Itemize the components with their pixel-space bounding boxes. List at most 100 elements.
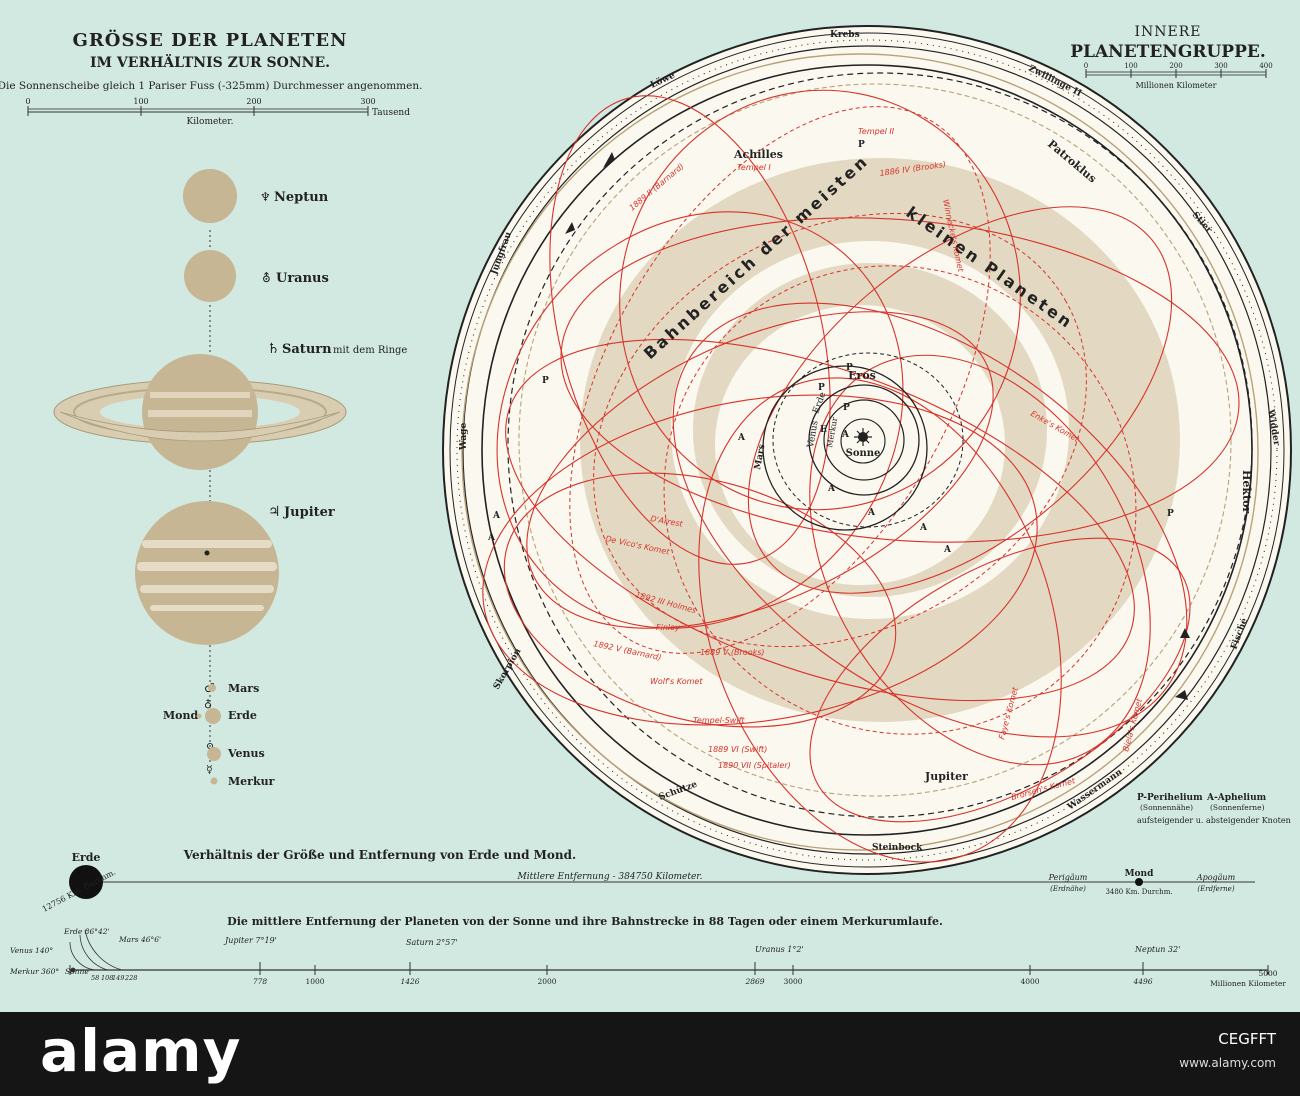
right-scale-tick-0: 0 [1084,62,1088,70]
image-id: CEGFFT [1218,1030,1276,1048]
legend-knoten: aufsteigender u. absteigender Knoten [1137,816,1291,825]
small-tick-228: 228 [124,974,137,982]
venus-orbit-label: Venus [806,420,821,450]
sonne-label: Sonne [846,448,881,459]
earth-moon-strip: Verhältnis der Größe und Entfernung von … [41,848,1255,914]
chart-plate: GRÖSSE DER PLANETEN IM VERHÄLTNIS ZUR SO… [0,0,1300,1012]
eros-label: Eros [848,369,876,382]
dist-label-sonne: Sonne [65,967,89,976]
venus-symbol: ♀ [206,741,214,754]
mond-label: Mond [163,709,199,722]
axis-label-4496: 4496 [1132,977,1152,986]
right-title-line1: INNERE [1134,24,1201,40]
moon-disc [1135,878,1143,886]
saturn-symbol: ♄ [267,341,280,357]
comet-finley: Finley [656,623,680,632]
merkur-disc [210,777,218,785]
svg-text:P: P [542,376,549,386]
left-scale-tick-100: 100 [133,97,148,106]
venus-disc [207,747,221,761]
alamy-url: www.alamy.com [1179,1056,1276,1070]
hektor-orbit [507,72,1253,818]
erde-orbit [808,384,920,496]
mars-orbit-label: Mars [753,444,767,471]
mond-disc [196,713,202,719]
right-scale-unit: Millionen Kilometer [1136,81,1217,90]
svg-text:A: A [487,533,496,543]
neptun-label: Neptun [274,190,329,205]
axis-label-1426: 1426 [400,977,419,986]
distance-strip: Die mittlere Entfernung der Planeten von… [9,915,1286,988]
mars-disc [208,684,216,692]
svg-text:A: A [827,484,836,494]
legend-aphel: A-Aphelium [1206,793,1267,803]
moon-strip-apogaeum: Apogäum [1196,873,1236,882]
right-scale-tick-400: 400 [1259,62,1272,70]
left-title-line1: GRÖSSE DER PLANETEN [72,28,347,51]
left-scale-tick-0: 0 [25,97,30,106]
moon-strip-mond-size: 3480 Km. Durchm. [1105,888,1172,896]
saturn-suffix: mit dem Ringe [333,345,407,356]
moon-strip-title: Verhältnis der Größe und Entfernung von … [183,848,576,862]
erde-disc [205,708,221,724]
comet-tempel1: Tempel I [737,163,771,172]
inner-orbit-arcs [69,929,123,973]
comet-swift: 1889 VI (Swift) [708,745,767,754]
svg-text:A: A [867,508,876,518]
dist-label-jupiter: Jupiter 7°19' [223,936,277,945]
distance-strip-title: Die mittlere Entfernung der Planeten von… [227,915,943,928]
erde-symbol: ♁ [204,697,212,710]
comet-wolf: Wolf's Komet [650,677,703,686]
dist-label-neptun: Neptun 32' [1134,945,1180,954]
legend-aphel-sub: (Sonnenferne) [1210,803,1265,812]
comet-tempel-swift: Tempel-Swift [693,716,745,725]
axis-label-2000: 2000 [537,977,556,986]
saturn-label: Saturn [282,342,332,357]
svg-text:A: A [919,523,928,533]
moon-strip-perigaeum: Perigäum [1048,873,1088,882]
dist-label-mars: Mars 46°6' [118,935,161,944]
axis-unit: Millionen Kilometer [1210,979,1286,988]
svg-text:P: P [858,140,865,150]
dist-label-merkur: Merkur 360° [9,967,59,976]
left-scale-suffix: Tausend [372,108,410,118]
jupiter-figure [135,501,279,645]
comet-brooks-v: 1889 V (Brooks) [700,648,765,657]
left-scale-unit: Kilometer. [187,117,234,127]
stock-footer-bar [0,1012,1300,1096]
degree-ticks [456,39,1278,861]
comet-spitaler: 1890 VII (Spitaler) [718,761,791,770]
erde-label: Erde [228,709,257,722]
right-scale-tick-100: 100 [1124,62,1137,70]
axis-label-5000: 5000 [1258,969,1277,978]
moon-strip-perigaeum-sub: (Erdnähe) [1050,885,1086,893]
earth-disc [69,865,103,899]
sun-icon [854,428,872,446]
right-scale-tick-300: 300 [1214,62,1227,70]
mars-orbit [762,365,928,531]
legend: P-Perihelium (Sonnennähe) A-Aphelium (So… [1137,793,1291,825]
moon-strip-erde: Erde [72,851,101,864]
comet-orbits-dashed [569,106,1137,735]
zodiac-steinbock: Steinbock [872,843,923,853]
achilles-orbit [518,83,1232,797]
alamy-logo: alamy [40,1017,242,1085]
hektor-label: Hektor [1240,470,1253,513]
dist-label-uranus: Uranus 1°2' [755,945,804,954]
svg-text:P: P [846,363,853,373]
legend-perihel-sub: (Sonnennähe) [1140,803,1193,812]
dist-label-venus: Venus 140° [10,946,53,955]
svg-text:P: P [1167,509,1174,519]
svg-text:A: A [943,545,952,555]
moon-strip-mean-distance: Mittlere Entfernung - 384750 Kilometer. [517,872,703,882]
venus-orbit [823,399,905,481]
right-scale-bar: 0 100 200 300 400 Millionen Kilometer [1084,62,1273,90]
svg-text:A: A [737,433,746,443]
venus-label: Venus [227,747,265,760]
small-tick-149: 149 [112,974,124,982]
left-scale-tick-200: 200 [246,97,261,106]
merkur-label: Merkur [228,775,275,788]
svg-text:E: E [820,425,827,435]
neptun-symbol: ♆ [260,190,271,204]
